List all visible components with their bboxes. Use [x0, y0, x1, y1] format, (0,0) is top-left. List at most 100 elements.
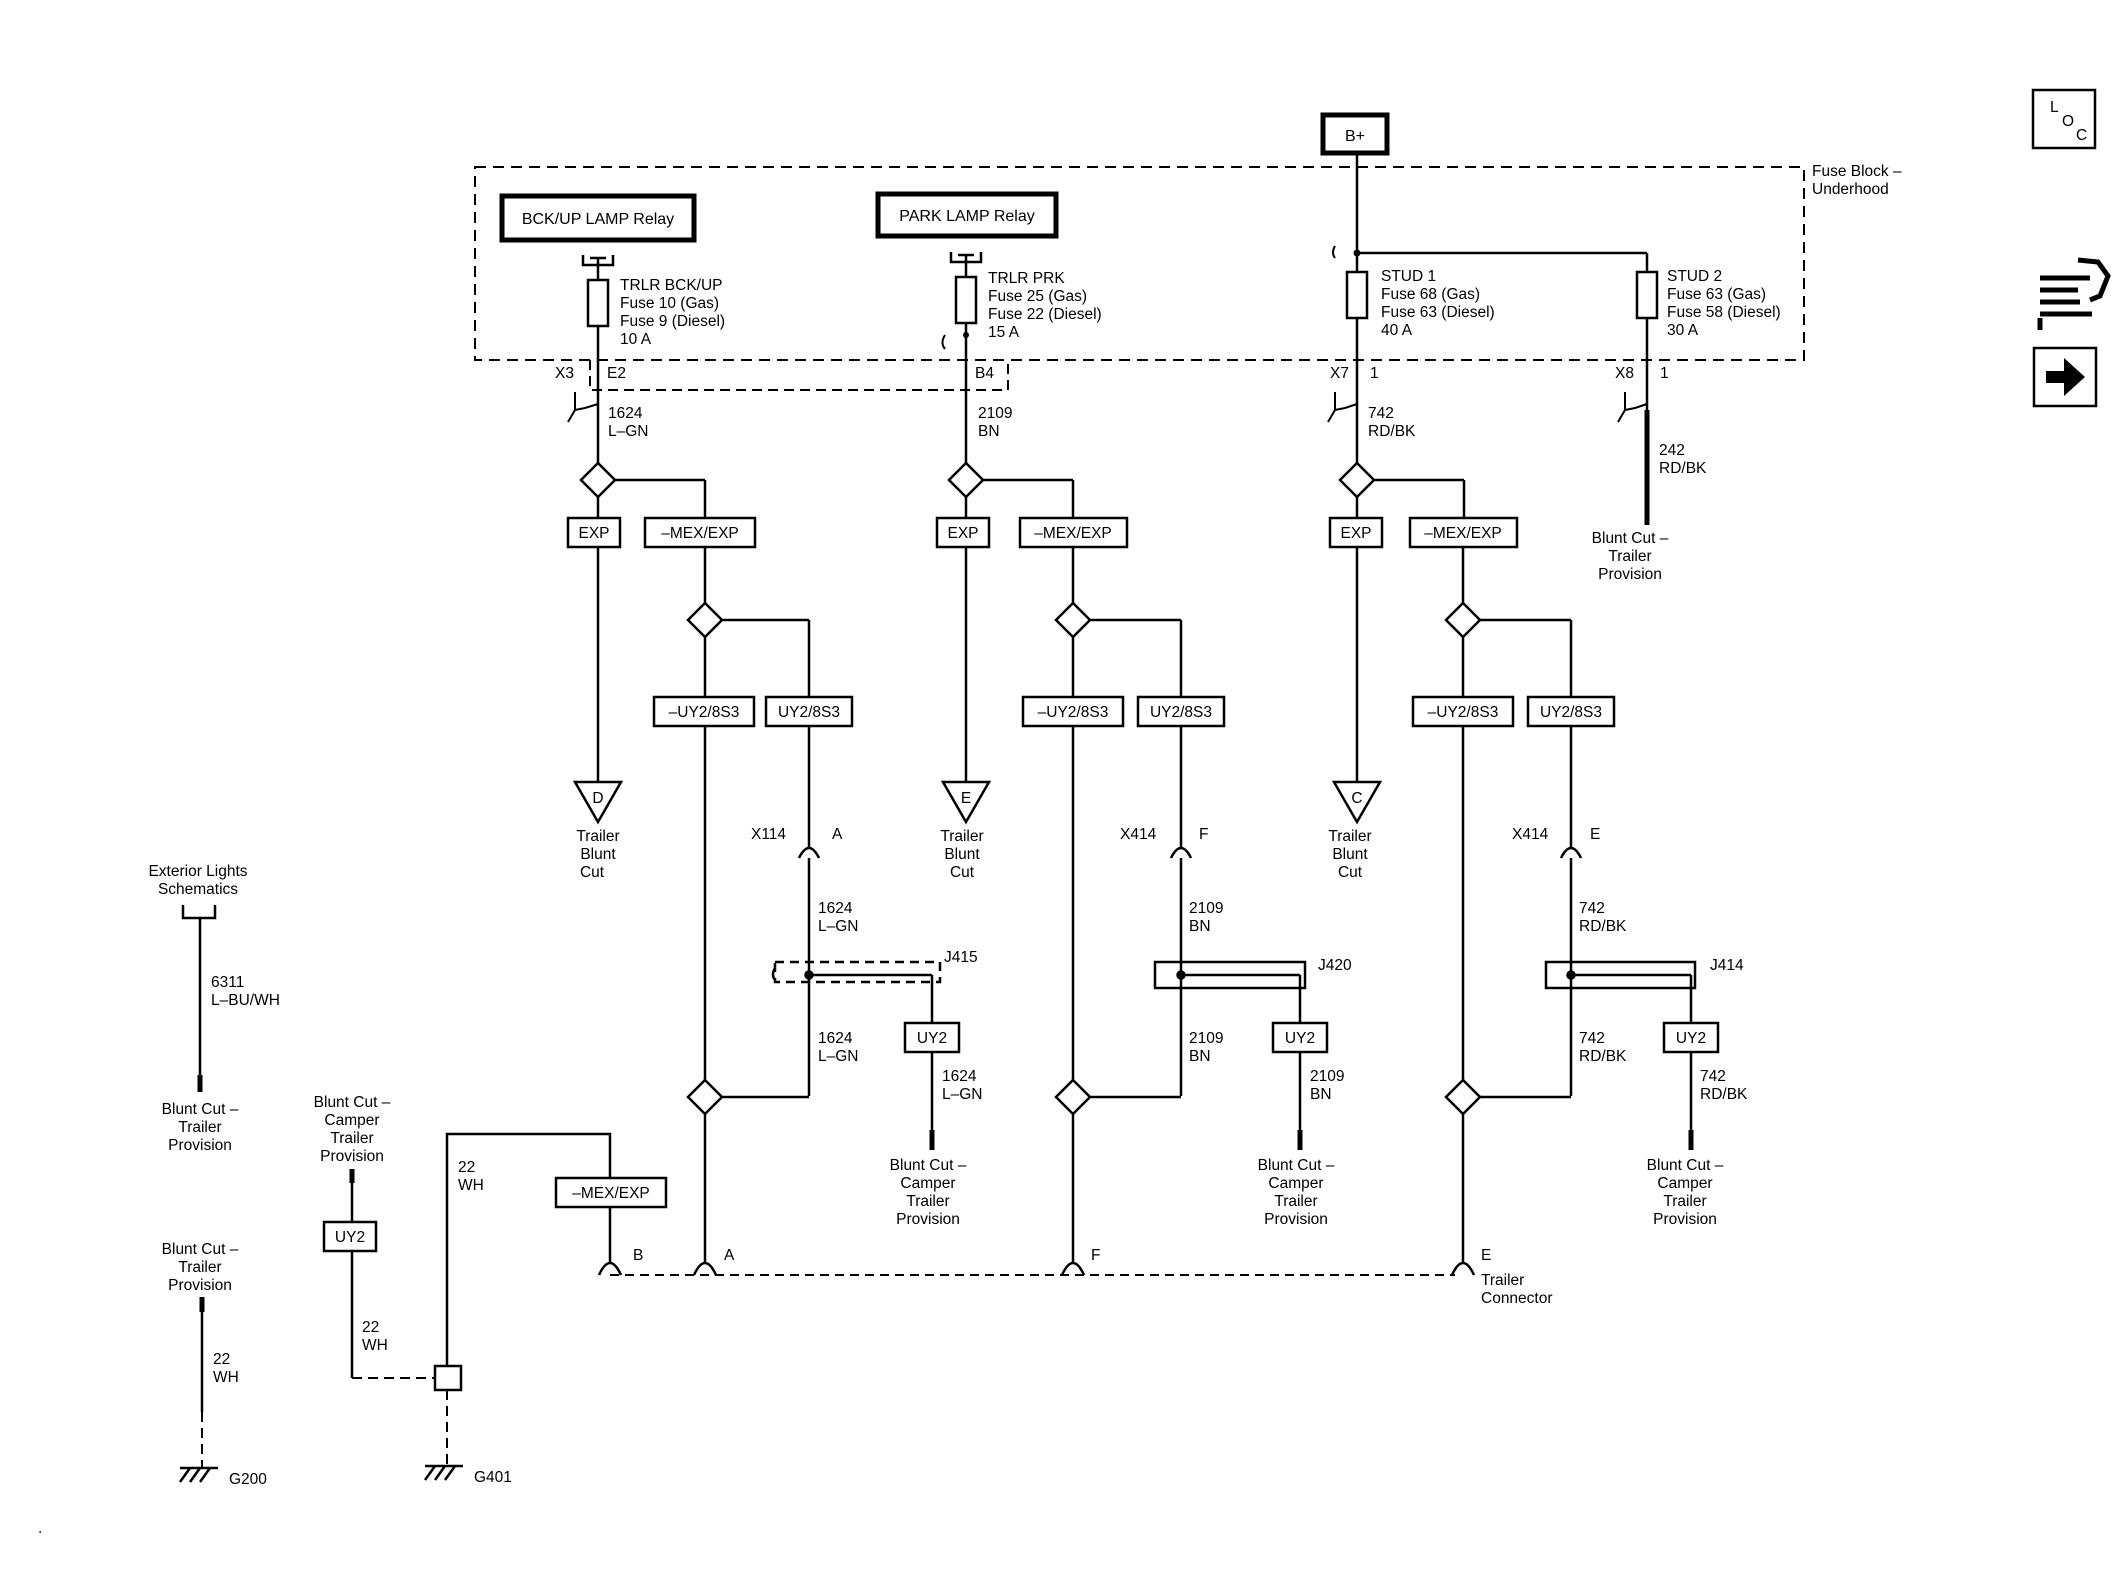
svg-text:15 A: 15 A — [988, 324, 1020, 341]
svg-text:22: 22 — [362, 1319, 379, 1336]
loc-button[interactable]: L O C — [2031, 88, 2097, 150]
svg-text:Trailer: Trailer — [1274, 1193, 1317, 1210]
svg-text:30 A: 30 A — [1667, 322, 1699, 339]
svg-text:X414: X414 — [1120, 826, 1157, 843]
svg-text:L–GN: L–GN — [942, 1086, 983, 1103]
svg-text:BN: BN — [1189, 1048, 1211, 1065]
col3-labels: EXP –MEX/EXP –UY2/8S3 UY2/8S3 Trailer Bl… — [1328, 516, 1748, 1228]
column-1-connector-arc — [797, 846, 821, 859]
svg-text:L–GN: L–GN — [818, 918, 859, 935]
svg-text:WH: WH — [213, 1369, 239, 1386]
svg-text:RD/BK: RD/BK — [1579, 1048, 1627, 1065]
ground-g401-label: G401 — [474, 1469, 512, 1486]
svg-text:1624: 1624 — [608, 405, 643, 422]
svg-text:.: . — [38, 1520, 42, 1537]
svg-text:Trailer: Trailer — [178, 1259, 221, 1276]
svg-text:UY2: UY2 — [917, 1030, 947, 1047]
connector-breaks — [567, 392, 1648, 423]
svg-text:Cut: Cut — [950, 864, 975, 881]
svg-text:–MEX/EXP: –MEX/EXP — [572, 1185, 650, 1202]
svg-text:–MEX/EXP: –MEX/EXP — [1034, 525, 1112, 542]
relay-contact-2 — [949, 252, 983, 272]
svg-text:Fuse 25 (Gas): Fuse 25 (Gas) — [988, 288, 1087, 305]
svg-text:L–BU/WH: L–BU/WH — [211, 992, 280, 1009]
svg-text:742: 742 — [1579, 1030, 1605, 1047]
svg-text:1624: 1624 — [818, 900, 853, 917]
svg-text:Blunt Cut –: Blunt Cut – — [1258, 1157, 1335, 1174]
svg-text:Provision: Provision — [1598, 566, 1662, 583]
svg-text:–UY2/8S3: –UY2/8S3 — [669, 704, 740, 721]
column-1-diamond-mid — [686, 601, 724, 639]
svg-text:Trailer: Trailer — [1663, 1193, 1706, 1210]
svg-text:Trailer: Trailer — [576, 828, 619, 845]
svg-text:1: 1 — [1370, 365, 1379, 382]
svg-text:22: 22 — [458, 1159, 475, 1176]
next-page-button[interactable] — [2032, 346, 2098, 408]
svg-text:UY2/8S3: UY2/8S3 — [778, 704, 840, 721]
svg-text:–UY2/8S3: –UY2/8S3 — [1038, 704, 1109, 721]
svg-text:Exterior Lights: Exterior Lights — [148, 863, 247, 880]
svg-text:J415: J415 — [944, 949, 978, 966]
svg-text:Blunt Cut –: Blunt Cut – — [1647, 1157, 1724, 1174]
svg-text:Blunt: Blunt — [944, 846, 980, 863]
svg-text:1624: 1624 — [942, 1068, 977, 1085]
svg-text:Provision: Provision — [320, 1148, 384, 1165]
column-2-connector-arc — [1169, 846, 1193, 859]
svg-text:6311: 6311 — [211, 974, 244, 991]
svg-text:Cut: Cut — [1338, 864, 1363, 881]
svg-text:X414: X414 — [1512, 826, 1549, 843]
svg-text:E: E — [1481, 1247, 1491, 1264]
svg-text:BN: BN — [1189, 918, 1211, 935]
svg-text:Fuse 9 (Diesel): Fuse 9 (Diesel) — [620, 313, 725, 330]
svg-text:STUD 1: STUD 1 — [1381, 268, 1436, 285]
svg-text:742: 742 — [1368, 405, 1394, 422]
svg-text:–MEX/EXP: –MEX/EXP — [1424, 525, 1502, 542]
svg-text:Connector: Connector — [1481, 1290, 1553, 1307]
fuse-trlr-prk — [954, 275, 978, 325]
trailer-pin-3 — [1060, 1261, 1086, 1276]
svg-text:Fuse 68 (Gas): Fuse 68 (Gas) — [1381, 286, 1480, 303]
svg-text:22: 22 — [213, 1351, 230, 1368]
svg-text:UY2: UY2 — [335, 1229, 365, 1246]
svg-text:1624: 1624 — [818, 1030, 853, 1047]
svg-text:Blunt Cut –: Blunt Cut – — [314, 1094, 391, 1111]
svg-text:C: C — [1351, 790, 1362, 807]
fuse-block-label: Fuse Block – — [1812, 163, 1902, 180]
fuse-2-label: TRLR PRK Fuse 25 (Gas) Fuse 22 (Diesel) … — [988, 270, 1102, 341]
fuse-3-label: STUD 1 Fuse 68 (Gas) Fuse 63 (Diesel) 40… — [1381, 268, 1495, 339]
column-3-diamond-bottom — [1444, 1078, 1482, 1116]
off-page-c: C — [1331, 780, 1383, 825]
park-lamp-relay — [875, 191, 1059, 239]
arrow-right-icon — [2046, 358, 2085, 396]
svg-text:Trailer: Trailer — [330, 1130, 373, 1147]
relay-contact-1 — [581, 255, 615, 275]
trailer-connector-label: Trailer — [1481, 1272, 1524, 1289]
conn-x3: X3 — [555, 365, 574, 382]
column-2-splice-pack — [1153, 960, 1307, 990]
svg-text:C: C — [2076, 127, 2087, 144]
off-page-d: D — [572, 780, 624, 825]
svg-text:RD/BK: RD/BK — [1659, 460, 1707, 477]
svg-text:WH: WH — [362, 1337, 388, 1354]
svg-text:RD/BK: RD/BK — [1368, 423, 1416, 440]
svg-text:10 A: 10 A — [620, 331, 652, 348]
column-2-diamond-top — [947, 461, 985, 499]
svg-text:J420: J420 — [1318, 957, 1352, 974]
svg-text:BN: BN — [978, 423, 1000, 440]
svg-text:UY2/8S3: UY2/8S3 — [1150, 704, 1212, 721]
connector-wrench-icon[interactable] — [2037, 257, 2111, 330]
svg-text:Fuse 22 (Diesel): Fuse 22 (Diesel) — [988, 306, 1102, 323]
svg-text:EXP: EXP — [947, 525, 978, 542]
svg-text:Trailer: Trailer — [940, 828, 983, 845]
column-3-connector-arc — [1559, 846, 1583, 859]
column-1-splice-dot — [804, 970, 814, 980]
svg-text:Camper: Camper — [1657, 1175, 1712, 1192]
fuse-stud-2 — [1635, 270, 1659, 320]
svg-text:RD/BK: RD/BK — [1700, 1086, 1748, 1103]
svg-text:Fuse 63 (Diesel): Fuse 63 (Diesel) — [1381, 304, 1495, 321]
svg-text:Schematics: Schematics — [158, 881, 238, 898]
column-2-splice-dot — [1176, 970, 1186, 980]
conn-e2: E2 — [607, 365, 626, 382]
svg-text:RD/BK: RD/BK — [1579, 918, 1627, 935]
svg-text:2109: 2109 — [1189, 900, 1223, 917]
